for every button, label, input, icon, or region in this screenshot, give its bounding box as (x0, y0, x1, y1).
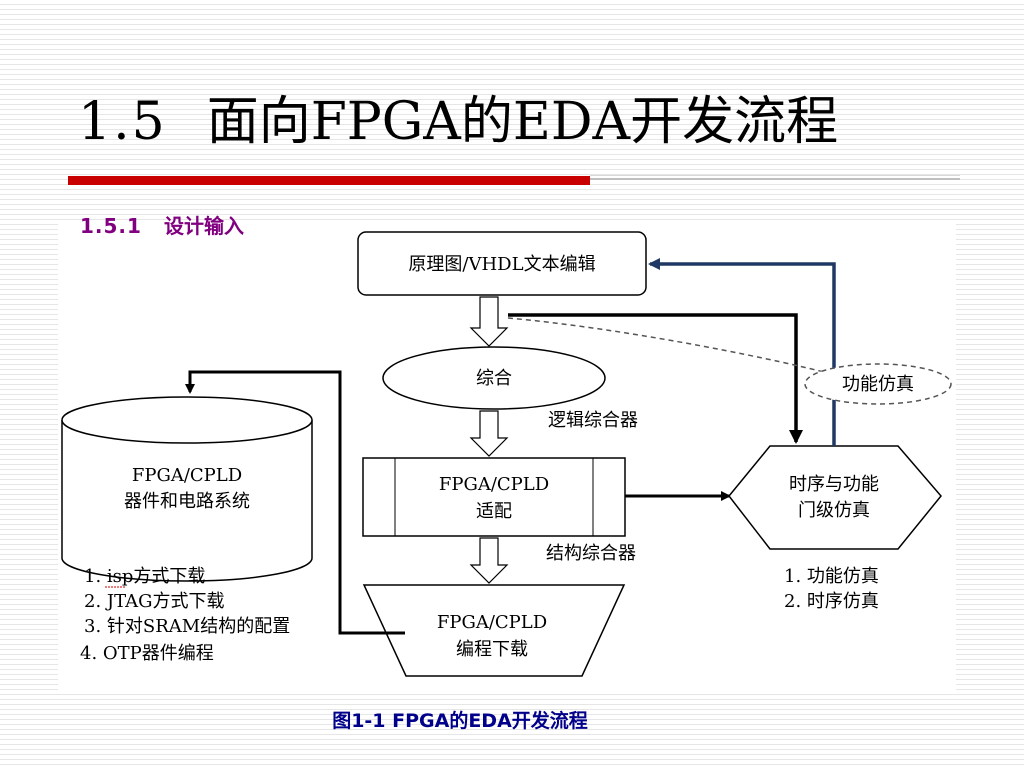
device-line1: FPGA/CPLD (132, 465, 242, 486)
subsection-text: 设计输入 (163, 214, 244, 238)
hollow-arrow-synth-to-fit (469, 410, 509, 457)
dashed-func-sim-path (507, 317, 825, 373)
device-cylinder-top (61, 396, 313, 444)
download-method-3: 3. 针对SRAM结构的配置 (84, 616, 290, 637)
synthesis-label: 综合 (476, 368, 512, 389)
download-to-device-arrow (185, 370, 405, 635)
sim-list-2: 2. 时序仿真 (784, 591, 879, 612)
title-underline-thin (590, 175, 960, 176)
subsection-number: 1.5.1 (80, 214, 142, 238)
download-trapezoid (362, 584, 626, 677)
sim-feedback-arrow (648, 258, 836, 446)
device-line2: 器件和电路系统 (124, 491, 250, 512)
title-text: 面向FPGA的EDA开发流程 (206, 92, 839, 152)
download-line2: 编程下载 (456, 639, 528, 660)
subsection-heading: 1.5.1 设计输入 (80, 210, 244, 239)
synthesis-ellipse (382, 346, 606, 410)
download-line1: FPGA/CPLD (437, 612, 547, 633)
editor-box-label: 原理图/VHDL文本编辑 (408, 254, 595, 275)
simulation-hexagon (728, 445, 942, 550)
figure-caption: 图1-1 FPGA的EDA开发流程 (332, 710, 588, 732)
sim-list-1: 1. 功能仿真 (784, 566, 879, 587)
device-cylinder (61, 420, 313, 582)
func-sim-label: 功能仿真 (842, 374, 914, 395)
struct-synthesizer-label: 结构综合器 (546, 543, 636, 564)
editor-to-sim-arrow (508, 313, 803, 444)
hollow-arrow-fit-to-download (469, 537, 509, 584)
sim-hex-line2: 门级仿真 (798, 500, 870, 521)
logic-synthesizer-label: 逻辑综合器 (548, 410, 638, 431)
hollow-arrow-edit-to-synth (469, 296, 509, 347)
func-sim-ellipse (804, 363, 952, 405)
title-underline-gray (590, 178, 960, 180)
section-number: 1.5 (78, 92, 167, 152)
download-method-1: 1. isp方式下载 (84, 566, 205, 587)
sim-hex-line1: 时序与功能 (789, 474, 879, 495)
fit-box-line2: 适配 (476, 501, 512, 522)
download-method-2: 2. JTAG方式下载 (84, 591, 225, 612)
fit-box-line1: FPGA/CPLD (439, 474, 549, 495)
fit-box (362, 457, 626, 537)
download-method-4: 4. OTP器件编程 (80, 643, 214, 664)
title-underline-red (68, 176, 590, 185)
editor-box (357, 231, 647, 296)
